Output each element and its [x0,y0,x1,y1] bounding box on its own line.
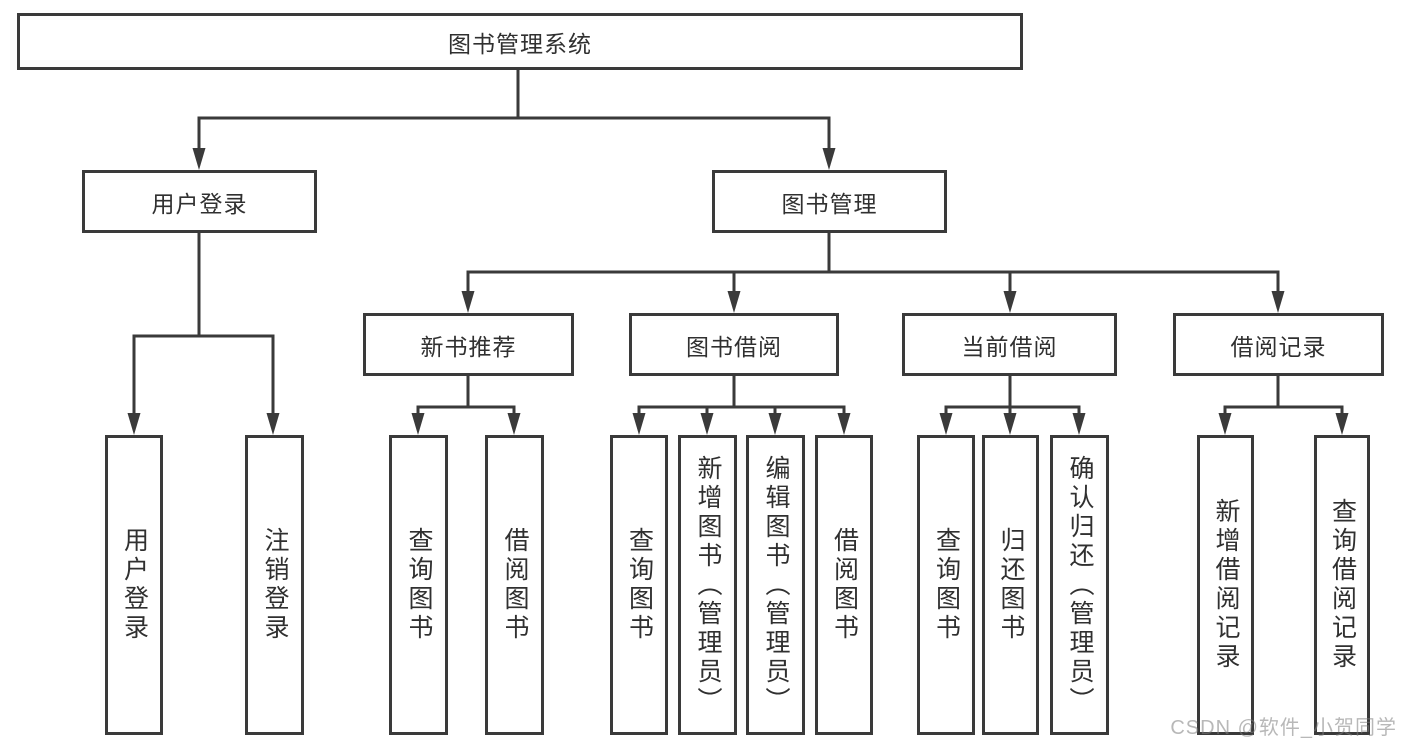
connector-book-mgmt-to-level3 [466,233,1280,296]
node-borrowing-records: 借阅记录 [1173,313,1384,376]
node-label: 归还图书 [997,527,1025,643]
node-library-system: 图书管理系统 [17,13,1023,70]
leaf-current-confirm-return-admin: 确认归还（管理员） [1050,435,1109,735]
connector-user-login-to-leaves [132,233,275,417]
node-label: 新增借阅记录 [1212,498,1240,672]
node-label: 借阅图书 [501,527,529,643]
connector-new-book-rec-to-leaves [416,376,516,417]
node-label: 用户登录 [151,190,248,217]
node-user-login: 用户登录 [82,170,317,233]
node-label: 确认归还（管理员） [1066,454,1094,716]
node-label: 借阅记录 [1230,333,1327,360]
node-label: 新书推荐 [420,333,517,360]
csdn-watermark: CSDN @软件_小贺同学 [1170,717,1397,739]
arrowheads [127,148,1349,435]
node-label: 图书借阅 [686,333,782,360]
node-label: 新增图书（管理员） [694,454,722,716]
node-label: 查询图书 [625,527,654,643]
node-book-borrowing: 图书借阅 [629,313,839,376]
leaf-user-login: 用户登录 [105,435,163,735]
node-label: 注销登录 [261,527,289,643]
connector-borrow-record-to-leaves [1223,376,1344,417]
leaf-logout: 注销登录 [245,435,304,735]
leaf-borrow-add-books-admin: 新增图书（管理员） [678,435,737,735]
node-label: 查询图书 [932,527,961,643]
connector-root-to-level2 [197,70,831,152]
node-label: 用户登录 [120,527,149,643]
node-new-book-recommend: 新书推荐 [363,313,574,376]
leaf-borrow-query-books: 查询图书 [610,435,668,735]
node-label: 编辑图书（管理员） [762,454,790,716]
node-label: 查询图书 [405,527,433,643]
leaf-borrow-edit-books-admin: 编辑图书（管理员） [746,435,805,735]
connector-book-borrow-to-leaves [637,376,846,417]
node-book-management: 图书管理 [712,170,947,233]
node-label: 图书管理系统 [448,30,592,57]
connector-current-borrow-to-leaves [944,376,1081,417]
leaf-current-query-books: 查询图书 [917,435,975,735]
leaf-rec-borrow-books: 借阅图书 [485,435,544,735]
leaf-current-return-books: 归还图书 [982,435,1039,735]
node-label: 当前借阅 [961,333,1058,360]
leaf-borrow-borrow-books: 借阅图书 [815,435,873,735]
node-label: 查询借阅记录 [1328,498,1357,672]
node-label: 借阅图书 [830,527,859,643]
node-label: 图书管理 [781,190,878,217]
leaf-record-query-record: 查询借阅记录 [1314,435,1370,735]
leaf-rec-query-books: 查询图书 [389,435,448,735]
leaf-record-add-record: 新增借阅记录 [1197,435,1254,735]
node-current-borrowing: 当前借阅 [902,313,1117,376]
